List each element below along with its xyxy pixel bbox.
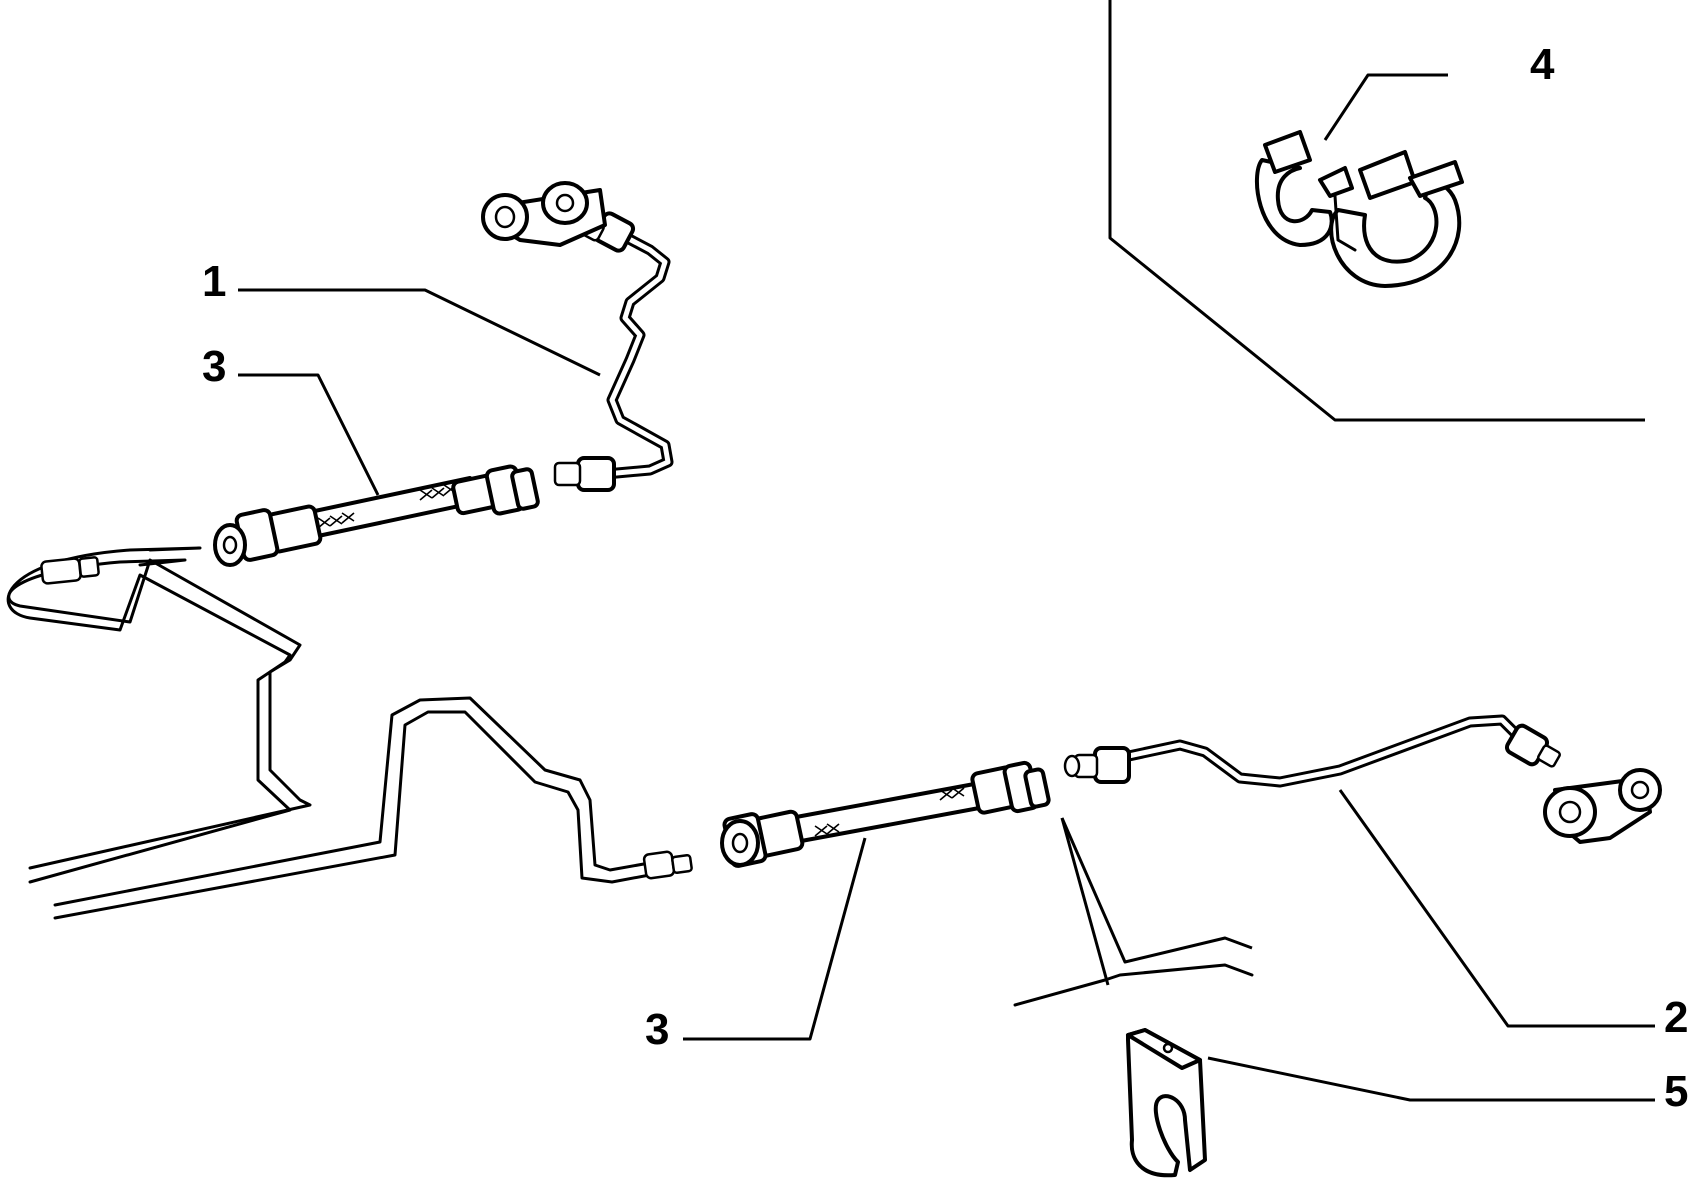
callout-5: 5 [1664,1067,1688,1116]
callout-1: 1 [202,257,226,306]
callout-3-upper: 3 [202,342,226,391]
callout-4: 4 [1530,40,1555,89]
upper-wheel-fitting [481,181,607,247]
part-3-flexible-hose-lower [720,760,1051,868]
callout-labels: 1 3 4 2 3 5 [202,40,1688,1116]
callout-3-lower: 3 [645,1005,669,1054]
lower-wheel-fitting [1543,768,1662,844]
part-1-rigid-brake-pipe [553,211,674,492]
inset-frame [1108,0,1645,422]
part-4-double-pipe-clip [1254,130,1464,288]
part-2-rigid-brake-pipe [1063,714,1561,788]
vehicle-pipes-background [6,546,1254,1007]
leader-lines [238,73,1655,1102]
part-3-flexible-hose-upper [213,464,540,567]
part-5-pipe-clip [1126,1028,1207,1178]
callout-2: 2 [1664,993,1688,1042]
